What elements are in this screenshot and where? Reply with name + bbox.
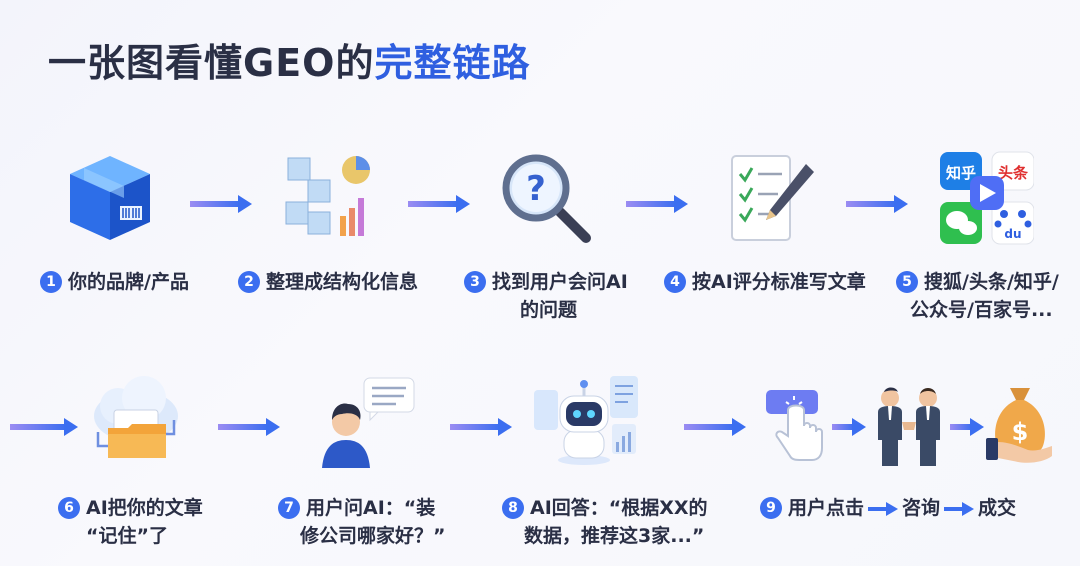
step-2-label: 2 整理成结构化信息 (238, 268, 448, 296)
cloud-folder-icon (94, 376, 178, 458)
flow-arrow-6 (218, 418, 280, 436)
ai-robot-icon (534, 376, 638, 465)
question-magnifier-icon: ? (502, 154, 591, 243)
step-8-label: 8 AI回答：“根据XX的数据，推荐这3家...” (502, 494, 732, 550)
step-badge: 7 (278, 497, 300, 519)
flow-arrow-1 (190, 195, 252, 213)
step-text-line2: 数据，推荐这3家...” (524, 525, 705, 547)
step-text: 找到用户会问AI (492, 271, 628, 293)
handshake-icon (878, 387, 940, 466)
step-text-line2: “记住”了 (86, 525, 168, 547)
step-1-label: 1 你的品牌/产品 (40, 268, 240, 296)
stage-consult: 咨询 (902, 497, 941, 519)
svg-text:$: $ (1012, 418, 1029, 446)
step-text-line2: 的问题 (520, 299, 578, 321)
step-badge: 1 (40, 271, 62, 293)
title-part1: 一张图看懂GEO的 (48, 41, 375, 85)
flow-arrow-4 (846, 195, 908, 213)
step-text: 按AI评分标准写文章 (692, 271, 866, 293)
inline-arrow (868, 501, 899, 516)
product-box-icon (70, 156, 150, 240)
money-bag-icon: $ (986, 388, 1052, 463)
baidu-logo-text: du (1004, 227, 1021, 241)
step-5-label: 5 搜狐/头条/知乎/公众号/百家号... (896, 268, 1080, 324)
svg-text:?: ? (526, 169, 546, 209)
step-9-label: 9 用户点击 咨询 成交 (760, 494, 1080, 522)
inline-arrow (944, 501, 975, 516)
flow-arrow-3 (626, 195, 688, 213)
page-title: 一张图看懂GEO的完整链路 (48, 32, 530, 87)
step-text: AI回答：“根据XX的 (530, 497, 708, 519)
step-3-label: 3 找到用户会问AI 的问题 (464, 268, 664, 324)
step-badge: 2 (238, 271, 260, 293)
structured-data-icon (285, 156, 370, 236)
step-badge: 6 (58, 497, 80, 519)
step-badge: 3 (464, 271, 486, 293)
flow-arrow-5 (10, 418, 78, 436)
step-badge: 4 (664, 271, 686, 293)
platform-apps-icon: 知乎 头条 du (940, 151, 1034, 245)
flow-arrow-7 (450, 418, 512, 436)
step-7-label: 7 用户问AI：“装修公司哪家好？” (278, 494, 478, 550)
flow-arrow-10 (950, 418, 984, 436)
stage-deal: 成交 (978, 497, 1017, 519)
flow-arrow-2 (408, 195, 470, 213)
step-badge: 5 (896, 271, 918, 293)
step-text-line2: 修公司哪家好？” (300, 525, 446, 547)
step-text: 用户问AI：“装 (306, 497, 436, 519)
click-hand-icon (766, 390, 823, 461)
step-text: 搜狐/头条/知乎/ (924, 271, 1059, 293)
step-6-label: 6 AI把你的文章 “记住”了 (58, 494, 258, 550)
step-4-label: 4 按AI评分标准写文章 (664, 268, 884, 296)
title-highlight: 完整链路 (374, 41, 531, 85)
step-text: 用户点击 (788, 497, 865, 519)
step-badge: 9 (760, 497, 782, 519)
step-text: 你的品牌/产品 (68, 271, 189, 293)
zhihu-logo-text: 知乎 (946, 164, 976, 182)
toutiao-logo-text: 头条 (998, 164, 1029, 182)
step-text-line2: 公众号/百家号... (910, 299, 1053, 321)
step-badge: 8 (502, 497, 524, 519)
flow-arrow-8 (684, 418, 746, 436)
user-question-icon (322, 377, 415, 468)
checklist-pen-icon (731, 155, 814, 241)
flow-arrow-9 (832, 418, 866, 436)
step-text: 整理成结构化信息 (266, 271, 419, 293)
step-text: AI把你的文章 (86, 497, 203, 519)
